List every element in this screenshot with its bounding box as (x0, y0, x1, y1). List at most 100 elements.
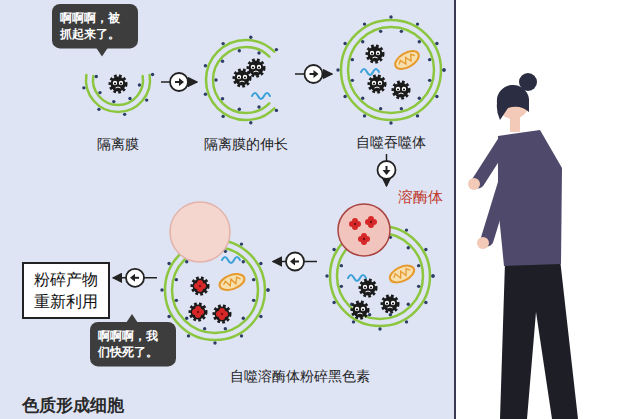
membrane-dot (400, 30, 403, 33)
protein-strand (222, 257, 240, 263)
arrow-icon (126, 269, 144, 287)
membrane-dot (351, 58, 354, 61)
membrane-dot (266, 288, 269, 291)
bubble-text: 啊啊啊，我们快死了。 (90, 322, 176, 366)
membrane-dot (185, 260, 188, 263)
membrane-dot (221, 60, 224, 63)
membrane-dot (431, 274, 434, 277)
membrane-dot (82, 86, 85, 89)
membrane-dot (112, 100, 115, 103)
membrane-dot (400, 107, 403, 110)
stage-figure: 自噬溶酶体粉碎黑色素 (160, 190, 270, 340)
membrane-dot (240, 334, 243, 337)
membrane-dot (151, 73, 154, 76)
membrane-dot (336, 68, 339, 71)
melanin-blob (191, 305, 206, 320)
melanin-blob (235, 71, 250, 86)
membrane-dot (167, 262, 170, 265)
membrane-dot (259, 262, 262, 265)
protein-strand (348, 275, 366, 281)
membrane-dot (221, 42, 224, 45)
membrane-dot (259, 315, 262, 318)
membrane-dot (249, 36, 252, 39)
cell-illustration (200, 28, 292, 128)
lysosome (338, 204, 390, 256)
membrane-dot (379, 30, 382, 33)
membrane-line (348, 27, 434, 113)
membrane-dot (424, 301, 427, 304)
membrane-dot (435, 42, 438, 45)
membrane-dot (221, 115, 224, 118)
lysosome (170, 202, 230, 262)
melanin-blob (383, 297, 398, 312)
membrane-dot (257, 51, 260, 54)
membrane-line (86, 75, 150, 112)
membrane-dot (204, 64, 207, 67)
membrane-dot (435, 95, 438, 98)
melanin-fragment (192, 306, 204, 318)
membrane-dot (95, 75, 98, 78)
membrane-dot (240, 242, 243, 245)
bubble-shape (52, 4, 138, 48)
membrane-dot (238, 108, 241, 111)
membrane-dot (252, 278, 255, 281)
melanin-blob (361, 281, 376, 296)
membrane-dot (416, 22, 419, 25)
stage-figure: 自噬吞噬体 (335, 14, 447, 152)
membrane-dot (343, 95, 346, 98)
melanin-blob (193, 279, 208, 294)
membrane-dot (97, 108, 100, 111)
membrane-dot (238, 49, 241, 52)
protein-strand (252, 93, 270, 99)
speech-bubble: 啊啊啊，被抓起来了。 (52, 4, 138, 48)
stage-figure: 隔离膜的伸长 (200, 28, 292, 154)
membrane-dot (275, 48, 278, 51)
membrane-dot (428, 79, 431, 82)
membrane-line (206, 40, 274, 120)
panel-edge (454, 0, 456, 419)
membrane-dot (363, 114, 366, 117)
membrane-dot (175, 278, 178, 281)
membrane-dot (343, 42, 346, 45)
membrane-dot (352, 320, 355, 323)
membrane-dot (368, 313, 371, 316)
melanin-blob (370, 77, 385, 92)
membrane-dot (379, 107, 382, 110)
membrane-dot (405, 228, 408, 231)
membrane-dot (416, 114, 419, 117)
panel (0, 0, 455, 419)
arrow-icon (378, 161, 396, 179)
membrane-dot (145, 98, 148, 101)
mitochondrion (387, 262, 416, 286)
membrane-dot (407, 246, 410, 249)
membrane-dot (417, 285, 420, 288)
result-box: 粉碎产物 重新利用 (22, 262, 110, 319)
membrane-dot (160, 288, 163, 291)
membrane-dot (418, 97, 421, 100)
membrane-line (341, 20, 441, 120)
membrane-dot (185, 317, 188, 320)
membrane-dot (257, 105, 260, 108)
box-text: 粉碎产物 重新利用 (24, 264, 108, 317)
membrane-dot (187, 334, 190, 337)
membrane-dot (204, 93, 207, 96)
melanin-blob (215, 307, 230, 322)
bubble-text: 啊啊啊，被抓起来了。 (52, 4, 138, 48)
membrane-dot (214, 78, 217, 81)
membrane-line (93, 76, 143, 105)
cell-illustration (335, 14, 447, 126)
membrane-dot (123, 113, 126, 116)
melanin-fragment (358, 233, 370, 245)
melanin-blob (368, 47, 383, 62)
mitochondrion (217, 271, 246, 293)
melanin-blob (249, 61, 264, 76)
membrane-dot (442, 68, 445, 71)
membrane-dot (428, 58, 431, 61)
membrane-dot (203, 327, 206, 330)
membrane-dot (442, 68, 445, 71)
stage-caption: 自噬溶酶体粉碎黑色素 (190, 368, 410, 386)
membrane-dot (407, 303, 410, 306)
membrane-dot (340, 285, 343, 288)
